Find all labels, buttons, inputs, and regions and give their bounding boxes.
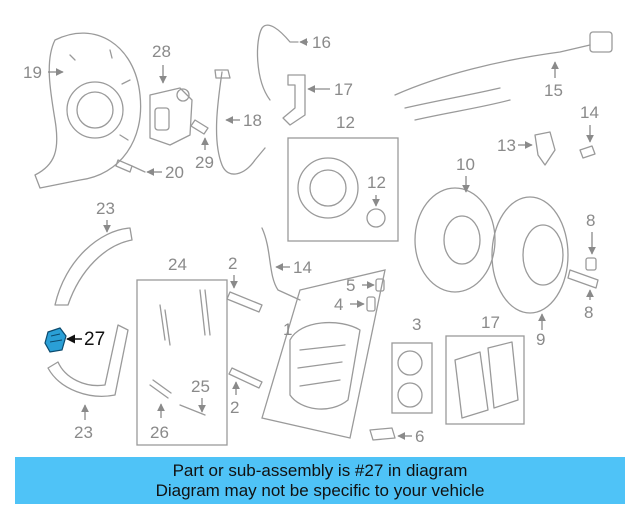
bolt-22-part	[115, 159, 146, 173]
svg-text:8: 8	[586, 211, 595, 230]
svg-text:10: 10	[456, 155, 475, 174]
speed-sensor-part	[534, 131, 556, 166]
parking-brake-adjuster-part	[149, 87, 193, 146]
bolt-2-lower-part	[228, 367, 263, 389]
svg-text:15: 15	[544, 81, 563, 100]
highlighted-part-27[interactable]	[44, 327, 67, 353]
svg-text:23: 23	[96, 199, 115, 218]
bolt-29-part	[190, 119, 209, 135]
wheel-bolt-9-part	[567, 269, 599, 289]
callout-23-lower: 23	[74, 404, 93, 442]
svg-text:6: 6	[415, 427, 424, 446]
caption-line-1: Part or sub-assembly is #27 in diagram	[172, 460, 468, 480]
callout-4: 4	[334, 295, 365, 314]
parking-shoe-upper-part	[54, 227, 133, 306]
svg-text:23: 23	[74, 423, 93, 442]
svg-text:17: 17	[334, 80, 353, 99]
bolt-16-part	[579, 145, 596, 159]
pad-sensor-14-part	[261, 227, 301, 301]
callout-24: 24	[168, 255, 187, 274]
svg-text:18: 18	[243, 111, 262, 130]
callout-28: 28	[152, 42, 171, 84]
callout-3: 3	[412, 315, 421, 334]
hardware-kit-box	[136, 279, 228, 446]
svg-text:17: 17	[481, 313, 500, 332]
svg-text:29: 29	[195, 153, 214, 172]
caption-line-2: Diagram may not be specific to your vehi…	[155, 480, 485, 500]
callout-19: 17	[307, 80, 353, 99]
callout-5: 5	[346, 276, 375, 295]
parking-shoe-lower-part	[47, 324, 129, 397]
callout-12: 12	[367, 173, 386, 207]
callout-15: 13	[497, 136, 533, 155]
caliper-seal-box	[391, 342, 433, 414]
svg-text:1: 1	[283, 320, 292, 339]
svg-text:13: 13	[497, 136, 516, 155]
svg-text:5: 5	[346, 276, 355, 295]
svg-text:14: 14	[580, 103, 599, 122]
part-caption-banner: Part or sub-assembly is #27 in diagram D…	[15, 457, 625, 504]
svg-text:12: 12	[336, 113, 355, 132]
bolt-8-part	[585, 257, 597, 271]
svg-text:3: 3	[412, 315, 421, 334]
callout-2-lower: 2	[230, 381, 240, 417]
callout-6: 6	[397, 427, 424, 446]
callout-label-21: 19	[23, 63, 42, 82]
callout-label-27: 27	[84, 329, 105, 350]
brake-hose-20-part	[214, 69, 266, 175]
svg-text:8: 8	[584, 303, 593, 322]
callout-7: 9	[536, 313, 546, 349]
svg-text:12: 12	[367, 173, 386, 192]
callout-14: 14	[275, 258, 312, 277]
callout-20: 18	[225, 111, 262, 130]
callout-17: 15	[544, 61, 563, 100]
callout-10: 10	[456, 155, 475, 193]
brake-assembly-diagram: 19 28 29 20 18 16	[23, 24, 613, 446]
bolt-2-upper-part	[226, 291, 263, 313]
brake-hose-18-part	[256, 24, 299, 101]
wheel-bearing-box	[287, 137, 399, 242]
callout-29: 29	[195, 137, 214, 172]
dust-shield-part	[34, 32, 142, 189]
svg-text:2: 2	[228, 254, 237, 273]
svg-text:24: 24	[168, 255, 187, 274]
callout-27: 27	[66, 329, 105, 350]
callout-9: 8	[584, 289, 594, 322]
svg-text:2: 2	[230, 398, 239, 417]
callout-23-upper: 23	[96, 199, 115, 233]
caliper-box	[261, 269, 386, 439]
svg-text:25: 25	[191, 377, 210, 396]
svg-text:16: 16	[312, 33, 331, 52]
svg-text:26: 26	[150, 423, 169, 442]
brake-rotor-part	[491, 196, 569, 314]
callout-21: 19	[23, 63, 64, 82]
svg-text:14: 14	[293, 258, 312, 277]
callout-22: 20	[146, 163, 184, 182]
callout-25: 25	[191, 377, 210, 413]
wear-sensor-cable-part	[394, 31, 613, 121]
svg-text:20: 20	[165, 163, 184, 182]
callout-26: 26	[150, 403, 169, 442]
svg-text:28: 28	[152, 42, 171, 61]
callout-1: 1	[283, 320, 292, 339]
sensor-clip-6-part	[369, 427, 396, 441]
bleeder-part	[366, 278, 385, 312]
wheel-hub-part	[414, 187, 496, 293]
svg-text:9: 9	[536, 330, 545, 349]
callout-16: 14	[580, 103, 599, 143]
callout-11: 12	[336, 113, 355, 132]
callout-8: 8	[586, 211, 596, 255]
bracket-19-part	[282, 74, 306, 126]
callout-13: 17	[481, 313, 500, 332]
svg-text:4: 4	[334, 295, 343, 314]
callout-2-upper: 2	[228, 254, 238, 289]
brake-pad-box	[445, 335, 525, 425]
callout-18: 16	[299, 33, 331, 52]
